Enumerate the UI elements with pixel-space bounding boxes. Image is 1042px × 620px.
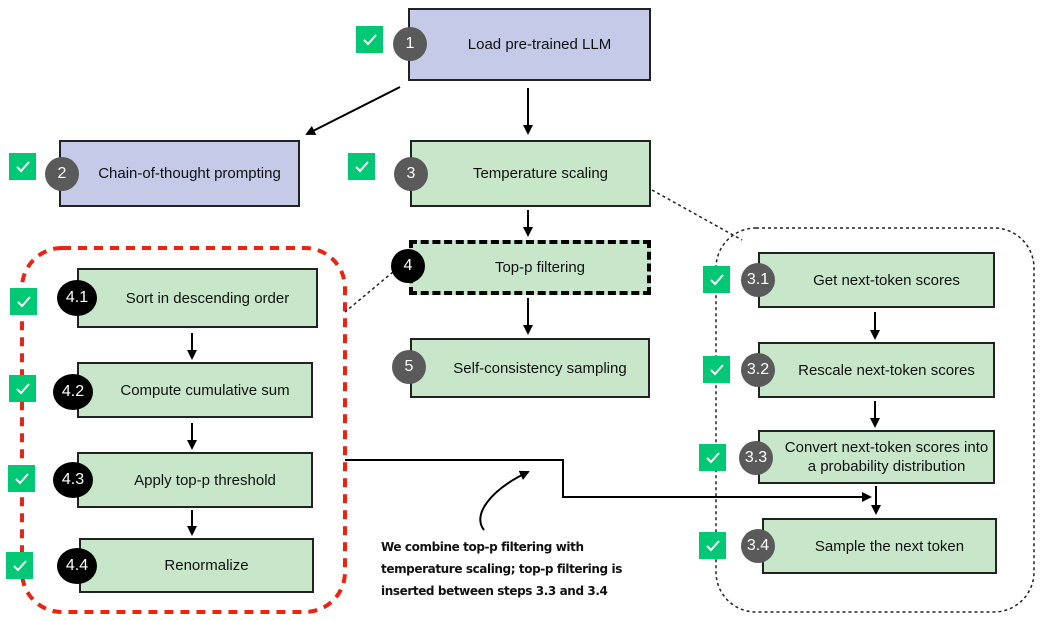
check-icon	[9, 375, 36, 402]
step-label: Compute cumulative sum	[120, 381, 290, 399]
step-number-badge: 3	[394, 157, 428, 191]
step-label: Chain-of-thought prompting	[98, 165, 281, 182]
check-icon	[8, 465, 35, 492]
step-number-badge: 3.4	[741, 529, 775, 563]
step-3-2-box: Rescale next-token scores	[758, 342, 995, 398]
step-label: Top-p filtering	[494, 259, 586, 276]
check-icon	[10, 288, 37, 315]
substeps-4-group	[20, 246, 347, 614]
step-label: Rescale next-token scores	[798, 361, 975, 379]
step-label: Self-consistency sampling	[453, 359, 627, 377]
step-4-box: Top-p filtering	[409, 240, 651, 295]
step-label: Sort in descending order	[125, 289, 290, 307]
step-3-4-box: Sample the next token	[762, 518, 997, 574]
step-number-badge: 5	[392, 350, 426, 384]
step-number-badge: 1	[393, 27, 427, 61]
step-4-4-box: Renormalize	[79, 538, 314, 593]
step-5-box: Self-consistency sampling	[410, 338, 650, 398]
step-4-1-box: Sort in descending order	[77, 268, 318, 328]
check-icon	[703, 356, 730, 383]
check-icon	[6, 552, 33, 579]
step-number-badge: 3.3	[739, 441, 773, 475]
dotted-link-4	[344, 271, 394, 313]
step-number-badge: 4.4	[57, 548, 97, 584]
annotation-arrow	[479, 470, 530, 531]
step-label: Temperature scaling	[472, 165, 609, 182]
step-label: Apply top-p threshold	[134, 471, 276, 489]
step-2-box: Chain-of-thought prompting	[59, 140, 300, 207]
step-label: Convert next-token scores into a probabi…	[784, 439, 989, 475]
step-3-1-box: Get next-token scores	[758, 252, 995, 308]
substeps-3-group	[715, 227, 1035, 613]
step-4-2-box: Compute cumulative sum	[77, 362, 313, 418]
check-icon	[348, 153, 375, 180]
step-number-badge: 4.3	[53, 462, 93, 498]
check-icon	[9, 153, 36, 180]
step-number-badge: 4.1	[57, 280, 97, 316]
insert-arrow	[345, 459, 872, 502]
step-label: Load pre-trained LLM	[467, 36, 612, 53]
check-icon	[703, 266, 730, 293]
step-4-3-box: Apply top-p threshold	[77, 452, 313, 508]
dotted-link-3	[651, 189, 743, 241]
step-label: Renormalize	[164, 557, 249, 574]
step-number-badge: 3.2	[741, 353, 775, 387]
step-3-box: Temperature scaling	[410, 140, 651, 207]
step-label: Sample the next token	[814, 537, 965, 555]
step-number-badge: 2	[45, 157, 79, 191]
check-icon	[699, 444, 726, 471]
step-label: Get next-token scores	[813, 271, 960, 289]
arrow-1-to-2	[305, 86, 401, 135]
check-icon	[356, 26, 383, 53]
step-1-box: Load pre-trained LLM	[408, 8, 651, 81]
check-icon	[699, 532, 726, 559]
annotation-text: We combine top-p filtering with temperat…	[381, 540, 622, 598]
step-number-badge: 3.1	[741, 263, 775, 297]
step-number-badge: 4	[391, 249, 425, 283]
step-number-badge: 4.2	[53, 374, 93, 410]
step-3-3-box: Convert next-token scores into a probabi…	[758, 430, 995, 484]
